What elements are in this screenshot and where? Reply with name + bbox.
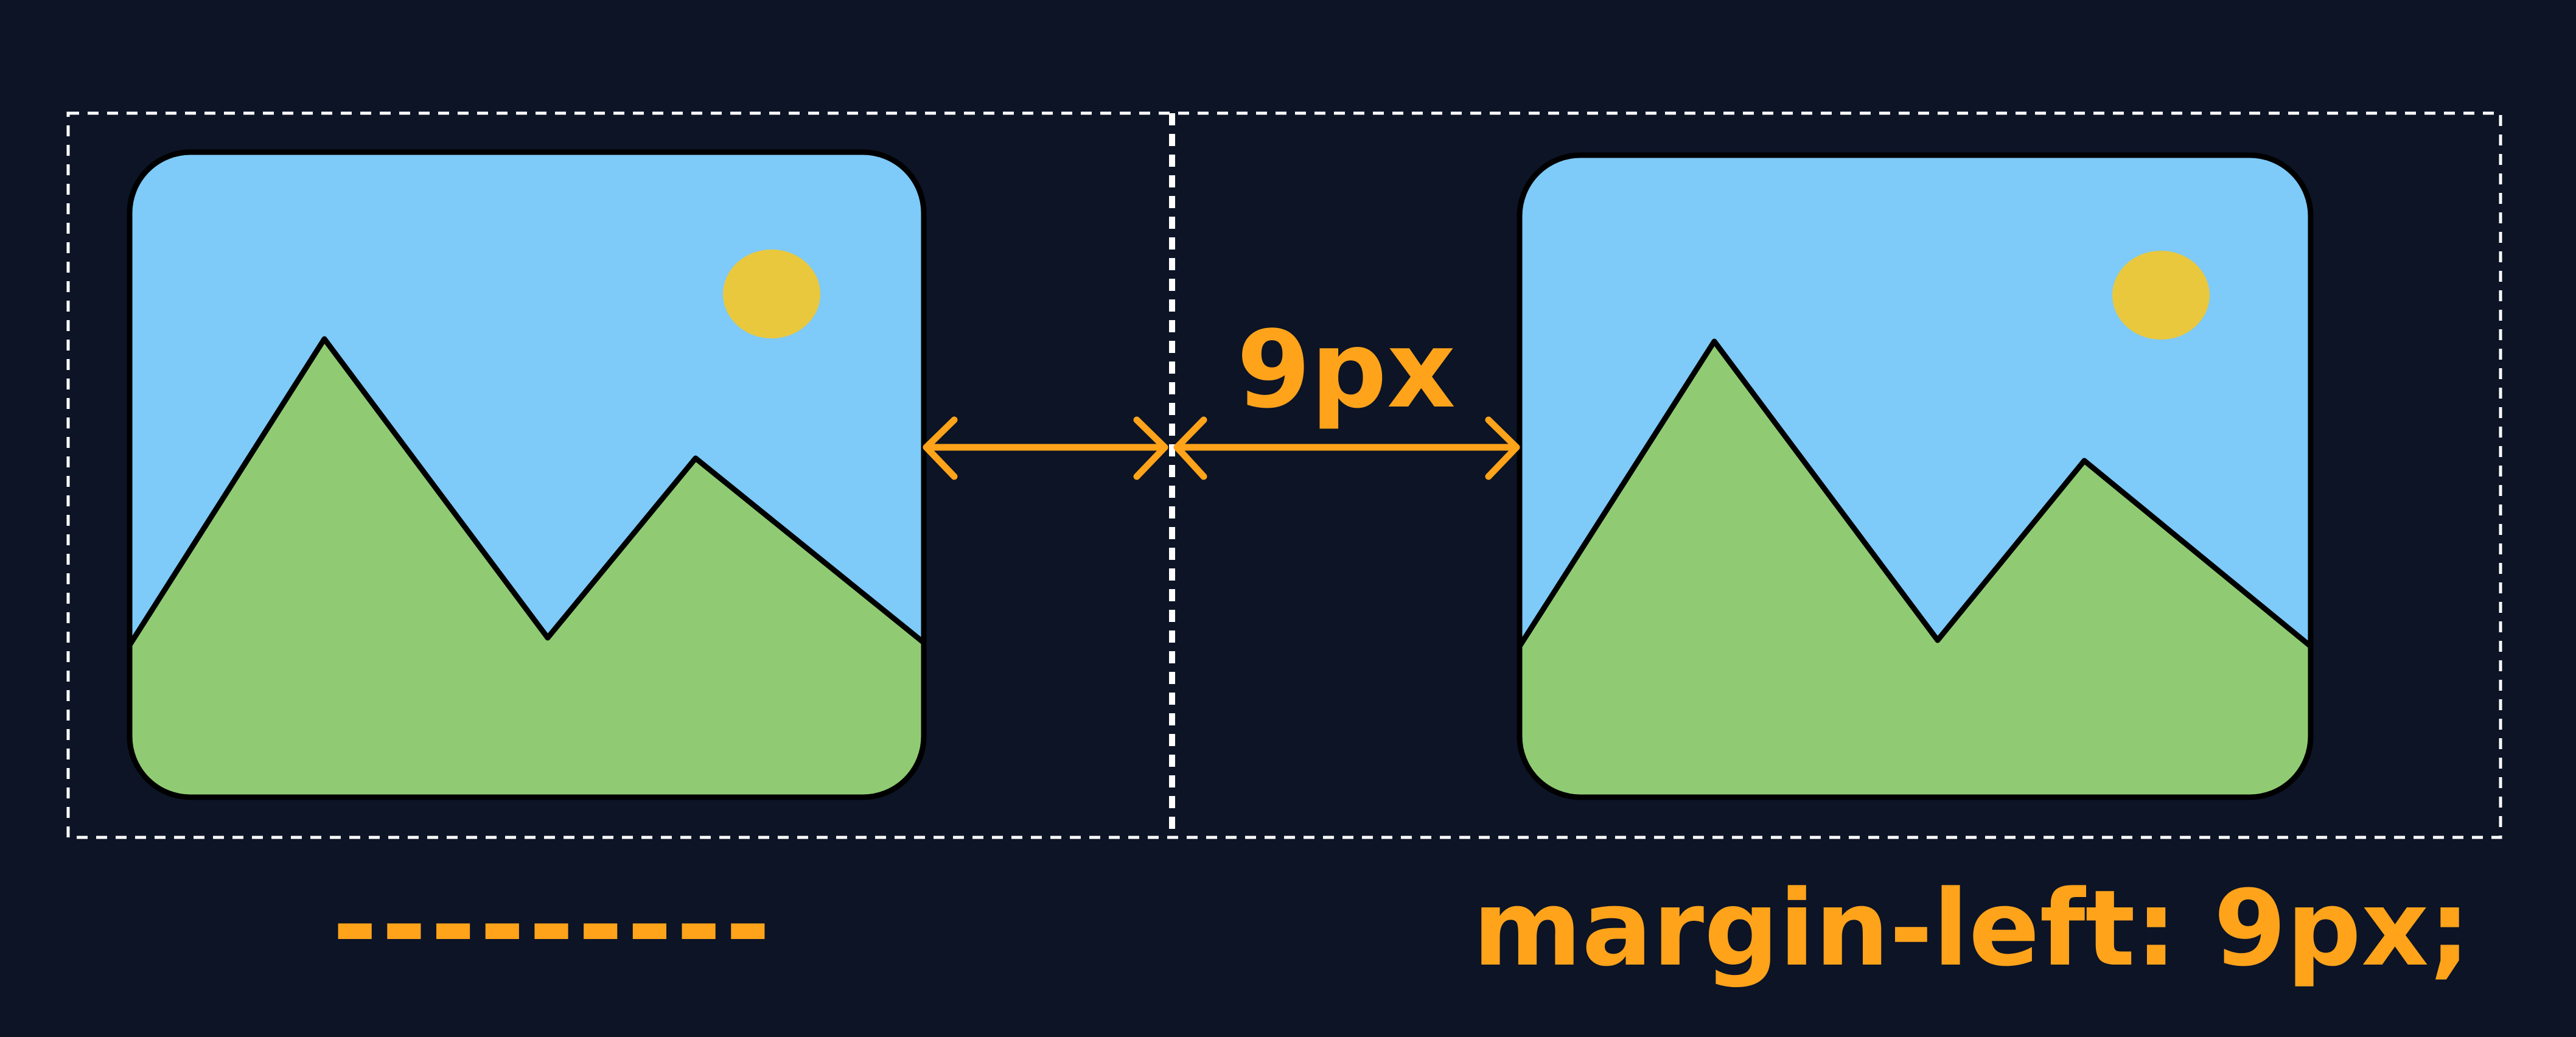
left-gap-arrow <box>923 416 1168 480</box>
left-caption: --------- <box>332 862 774 989</box>
right-landscape-image <box>1517 152 2314 800</box>
right-caption: margin-left: 9px; <box>1473 867 2471 990</box>
sun-icon <box>2112 251 2210 340</box>
left-landscape-image <box>127 149 927 800</box>
gap-label: 9px <box>1237 309 1456 432</box>
margin-arrow <box>1173 416 1520 480</box>
container-outline <box>66 111 2502 839</box>
sun-icon <box>723 250 820 338</box>
